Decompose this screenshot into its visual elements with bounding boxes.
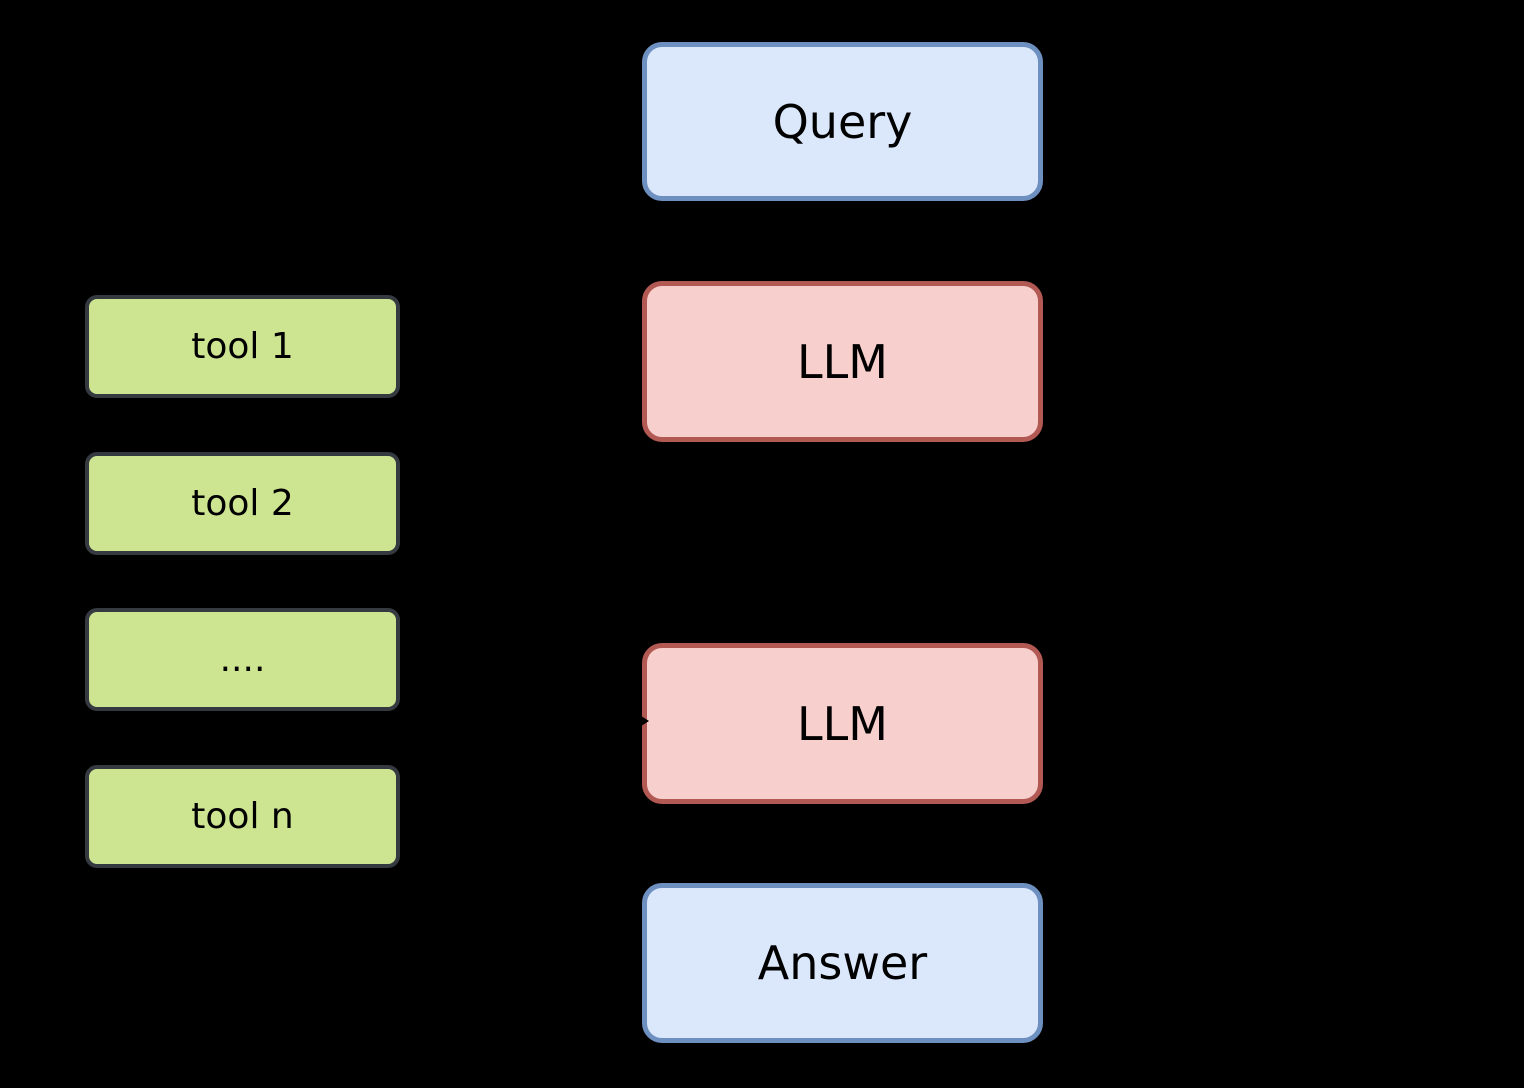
- answer-node: Answer: [642, 883, 1043, 1043]
- tool-1-node: tool 1: [85, 295, 400, 398]
- tool-2-label: tool 2: [191, 483, 294, 524]
- llm-node-2: LLM: [642, 643, 1043, 804]
- query-node: Query: [642, 42, 1043, 201]
- llm-node-1: LLM: [642, 281, 1043, 442]
- llm-1-label: LLM: [797, 334, 888, 389]
- tool-ellipsis-label: ....: [219, 639, 266, 680]
- tool-1-label: tool 1: [191, 326, 294, 367]
- tool-2-node: tool 2: [85, 452, 400, 555]
- llm-2-label: LLM: [797, 696, 888, 751]
- tool-ellipsis-node: ....: [85, 608, 400, 711]
- query-label: Query: [772, 94, 913, 149]
- arrow-tip-mark: [638, 714, 649, 728]
- answer-label: Answer: [757, 936, 928, 990]
- tool-n-node: tool n: [85, 765, 400, 868]
- tool-n-label: tool n: [191, 796, 294, 837]
